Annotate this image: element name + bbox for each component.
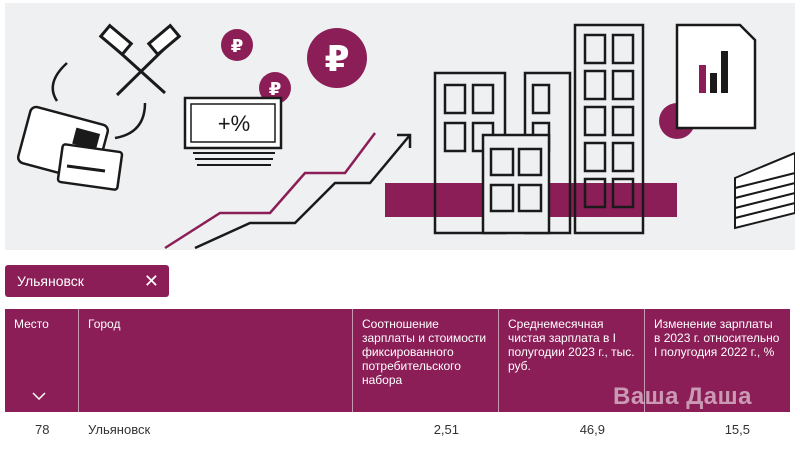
building-icon bbox=[433, 23, 645, 235]
cell-ratio: 2,51 bbox=[433, 421, 459, 437]
cell-city: Ульяновск bbox=[88, 421, 151, 437]
credit-card-icon bbox=[56, 143, 124, 191]
cell-salary: 46,9 bbox=[579, 421, 605, 437]
column-header-salary[interactable]: Среднемесячная чистая зарплата в I полуг… bbox=[499, 309, 645, 412]
illustration-banner: ₽ ₽ ₽ +% bbox=[5, 3, 795, 250]
ruble-coin-medium-icon bbox=[259, 72, 291, 104]
close-icon[interactable]: ✕ bbox=[143, 271, 159, 291]
finance-illustration: ₽ ₽ ₽ +% bbox=[16, 23, 795, 250]
growth-arrow-pink bbox=[164, 132, 376, 250]
ruble-coin-large-icon bbox=[307, 28, 367, 88]
column-header-place[interactable]: Место bbox=[5, 309, 79, 412]
ruble-coin-small-icon bbox=[221, 29, 253, 61]
watermark: Ваша Даша bbox=[613, 383, 752, 410]
paper-stack-icon bbox=[734, 151, 795, 230]
banknote-percent-icon bbox=[183, 96, 283, 166]
hammers-icon bbox=[98, 23, 182, 97]
column-header-city[interactable]: Город bbox=[79, 309, 353, 412]
chevron-down-icon[interactable] bbox=[32, 392, 46, 400]
city-filter-chip[interactable]: Ульяновск ✕ bbox=[5, 265, 169, 297]
growth-arrow-black bbox=[194, 134, 411, 250]
cell-place: 78 bbox=[35, 421, 50, 437]
svg-text:₽: ₽ bbox=[231, 36, 244, 57]
cycle-arrow-icon bbox=[51, 62, 68, 102]
svg-text:₽: ₽ bbox=[269, 79, 282, 100]
table-row: 78 Ульяновск 2,51 46,9 15,5 bbox=[5, 412, 790, 446]
report-chart-icon bbox=[675, 23, 757, 130]
city-filter-label: Ульяновск bbox=[17, 273, 84, 289]
column-header-ratio[interactable]: Соотношение зарплаты и стоимости фиксиро… bbox=[353, 309, 499, 412]
percent-label: +% bbox=[218, 111, 250, 136]
svg-text:₽: ₽ bbox=[324, 39, 349, 80]
column-header-change[interactable]: Изменение зарплаты в 2023 г. относительн… bbox=[654, 317, 780, 359]
cell-change: 15,5 bbox=[724, 421, 750, 437]
salary-table: Место Город Соотношение зарплаты и стоим… bbox=[5, 309, 790, 446]
table-header: Место Город Соотношение зарплаты и стоим… bbox=[5, 309, 790, 412]
